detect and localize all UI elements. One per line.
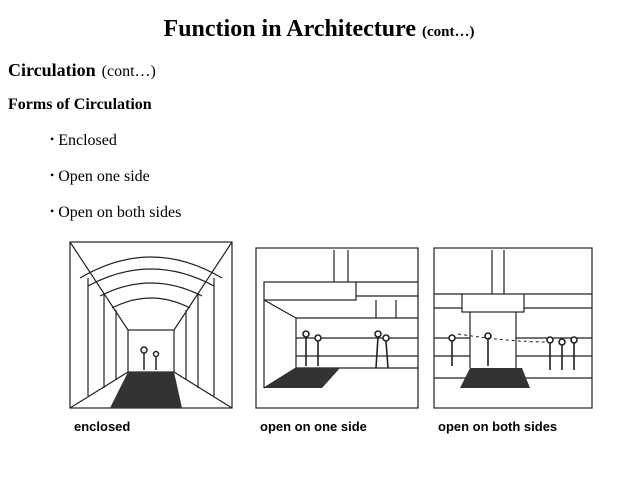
- bullet-item: •Open on both sides: [50, 202, 181, 238]
- section-label: Forms of Circulation: [8, 96, 152, 113]
- enclosed-caption: enclosed: [74, 419, 131, 434]
- open-both-sides-sketch: [433, 247, 593, 409]
- subheading-text: Circulation: [8, 60, 96, 80]
- bullet-text: Open one side: [58, 168, 150, 185]
- bullet-icon: •: [50, 168, 55, 182]
- open-both-sides-illustration: open on both sides: [430, 238, 596, 438]
- bullet-text: Enclosed: [58, 132, 117, 149]
- circulation-illustrations: enclosed: [66, 238, 596, 438]
- slide-title: Function in Architecture (cont…): [0, 14, 638, 47]
- bullet-list: •Enclosed •Open one side •Open on both s…: [50, 130, 181, 238]
- bullet-item: •Enclosed: [50, 130, 181, 166]
- open-one-side-caption: open on one side: [260, 419, 367, 434]
- open-one-side-illustration: open on one side: [252, 238, 422, 438]
- subheading-suffix: (cont…): [101, 63, 156, 80]
- bullet-icon: •: [50, 204, 55, 218]
- bullet-text: Open on both sides: [58, 204, 182, 221]
- bullet-icon: •: [50, 132, 55, 146]
- subheading: Circulation (cont…): [8, 58, 156, 84]
- enclosed-illustration: enclosed: [66, 238, 236, 438]
- bullet-item: •Open one side: [50, 166, 181, 202]
- title-suffix: (cont…): [421, 24, 475, 40]
- enclosed-corridor-sketch: [69, 241, 233, 409]
- open-one-side-sketch: [255, 247, 419, 409]
- title-text: Function in Architecture: [163, 16, 416, 42]
- open-both-sides-caption: open on both sides: [438, 419, 558, 434]
